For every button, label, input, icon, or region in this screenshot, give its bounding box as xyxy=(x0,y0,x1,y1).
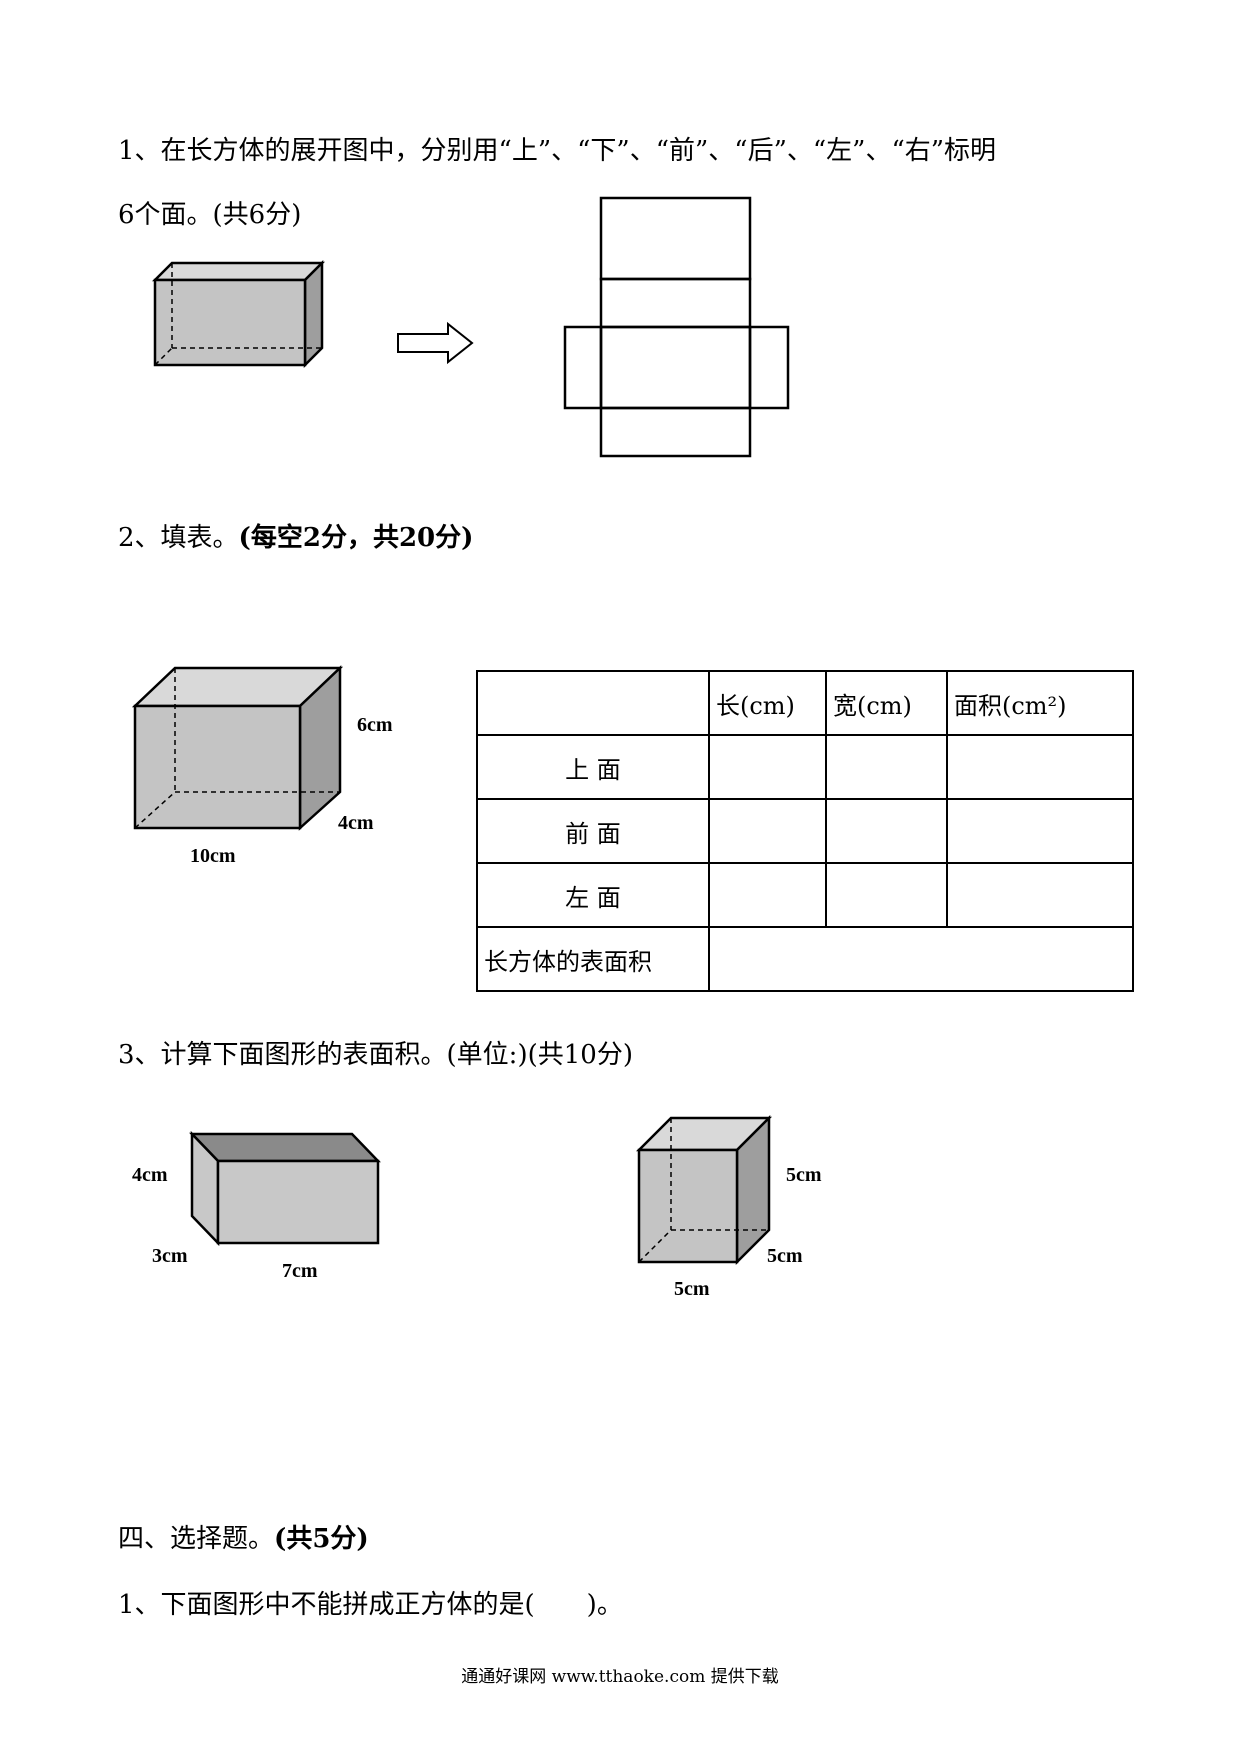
table-row: 前 面 xyxy=(476,798,1134,864)
answer-cell[interactable] xyxy=(946,734,1134,800)
q1-net xyxy=(563,196,790,458)
answer-cell[interactable] xyxy=(708,926,1134,992)
answer-cell[interactable] xyxy=(946,798,1134,864)
header-length: 长(cm) xyxy=(708,670,827,736)
q3-fig1-depth-label: 3cm xyxy=(152,1245,188,1267)
answer-cell[interactable] xyxy=(946,862,1134,928)
q3-cuboid-1 xyxy=(189,1130,381,1247)
answer-cell[interactable] xyxy=(825,734,948,800)
q3-fig1-height-label: 4cm xyxy=(132,1164,168,1186)
table-row: 长方体的表面积 xyxy=(476,926,1134,992)
table-row: 左 面 xyxy=(476,862,1134,928)
table-header-row: 长(cm) 宽(cm) 面积(cm²) xyxy=(476,670,1134,736)
answer-cell[interactable] xyxy=(825,862,948,928)
answer-cell[interactable] xyxy=(708,734,827,800)
table-row: 上 面 xyxy=(476,734,1134,800)
q2-table: 长(cm) 宽(cm) 面积(cm²) 上 面 前 面 左 面 长方体的表面积 xyxy=(476,670,1134,992)
q2-cuboid xyxy=(131,665,344,831)
q2-title-prefix: 2、填表。 xyxy=(118,523,239,553)
q3-fig1-length-label: 7cm xyxy=(282,1260,318,1282)
answer-cell[interactable] xyxy=(825,798,948,864)
q2-width-label: 4cm xyxy=(338,812,374,834)
q3-fig2-depth-label: 5cm xyxy=(767,1245,803,1267)
q3-fig2-height-label: 5cm xyxy=(786,1164,822,1186)
row-label-front: 前 面 xyxy=(476,798,710,864)
section4-title-prefix: 四、选择题。 xyxy=(118,1524,275,1554)
page-footer: 通通好课网 www.tthaoke.com 提供下载 xyxy=(461,1667,779,1687)
row-label-total: 长方体的表面积 xyxy=(476,926,710,992)
arrow-icon xyxy=(397,321,474,365)
q3-title: 3、计算下面图形的表面积。(单位:)(共10分) xyxy=(118,1040,633,1070)
section4-q1: 1、下面图形中不能拼成正方体的是( )。 xyxy=(118,1590,623,1620)
answer-cell[interactable] xyxy=(708,798,827,864)
q1-cuboid xyxy=(151,259,326,369)
row-label-left: 左 面 xyxy=(476,862,710,928)
q3-fig2-length-label: 5cm xyxy=(674,1278,710,1300)
section4-title: 四、选择题。(共5分) xyxy=(118,1524,369,1554)
q1-line2: 6个面。(共6分) xyxy=(118,200,302,230)
header-blank xyxy=(476,670,710,736)
q2-title: 2、填表。(每空2分，共20分) xyxy=(118,523,473,553)
q1-line1: 1、在长方体的展开图中，分别用“上”、“下”、“前”、“后”、“左”、“右”标明 xyxy=(118,136,997,166)
q2-height-label: 6cm xyxy=(357,714,393,736)
answer-cell[interactable] xyxy=(708,862,827,928)
q2-title-score: (每空2分，共20分) xyxy=(238,523,474,553)
section4-title-score: (共5分) xyxy=(274,1524,369,1554)
q2-length-label: 10cm xyxy=(190,845,236,867)
row-label-top: 上 面 xyxy=(476,734,710,800)
header-area: 面积(cm²) xyxy=(946,670,1134,736)
header-width: 宽(cm) xyxy=(825,670,948,736)
q3-cube xyxy=(635,1114,773,1266)
